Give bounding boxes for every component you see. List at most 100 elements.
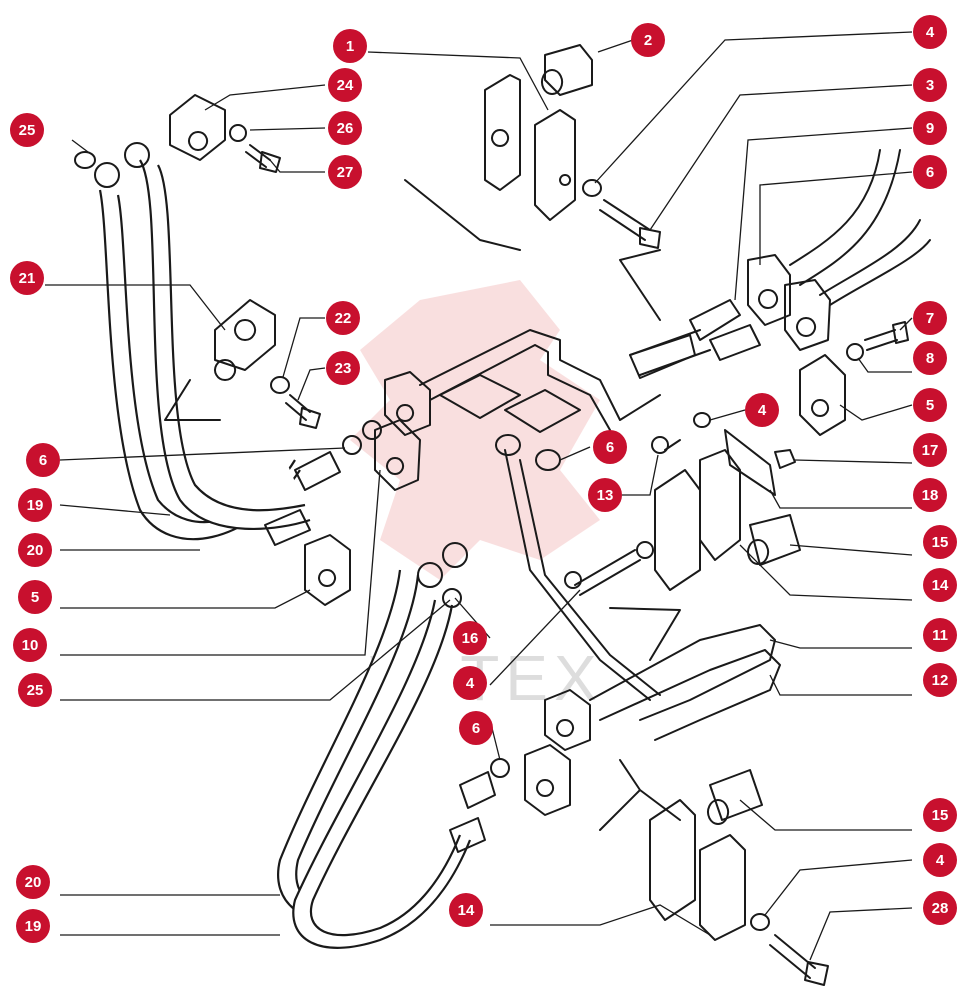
- fitting-lower-hose-a: [459, 771, 496, 809]
- callout-4[interactable]: 4: [745, 393, 779, 427]
- leader-lines: [45, 31, 913, 961]
- callout-14[interactable]: 14: [449, 893, 483, 927]
- callout-19[interactable]: 19: [16, 909, 50, 943]
- callout-15[interactable]: 15: [923, 525, 957, 559]
- svg-text:14: 14: [458, 902, 475, 919]
- callout-25[interactable]: 25: [18, 673, 52, 707]
- svg-text:23: 23: [335, 360, 352, 377]
- callout-23[interactable]: 23: [326, 351, 360, 385]
- callout-15[interactable]: 15: [923, 798, 957, 832]
- flange-10-b: [374, 419, 421, 491]
- svg-text:21: 21: [19, 270, 36, 287]
- bolt-7: [864, 321, 909, 351]
- clamp-half-upper-left: [484, 74, 521, 191]
- callout-11[interactable]: 11: [923, 618, 957, 652]
- bushing-15-mid: [747, 514, 801, 566]
- clamp-5-left: [304, 534, 351, 606]
- hose-upper-right-2: [819, 219, 931, 306]
- svg-text:4: 4: [936, 852, 945, 869]
- callout-6[interactable]: 6: [459, 711, 493, 745]
- washer-26: [229, 124, 247, 142]
- svg-text:20: 20: [27, 542, 44, 559]
- washer-22: [270, 376, 290, 394]
- callout-22[interactable]: 22: [326, 301, 360, 335]
- svg-text:6: 6: [926, 164, 934, 181]
- svg-text:25: 25: [27, 682, 44, 699]
- clamp-14-mid-b: [699, 449, 741, 561]
- callout-6[interactable]: 6: [26, 443, 60, 477]
- washer-4-mid: [693, 412, 711, 428]
- callout-4[interactable]: 4: [913, 15, 947, 49]
- fitting-right-a: [689, 299, 741, 341]
- svg-text:4: 4: [926, 24, 935, 41]
- flange-upper-right-b: [784, 279, 831, 351]
- clamp-14-mid-a: [654, 469, 701, 591]
- callout-5[interactable]: 5: [18, 580, 52, 614]
- callout-7[interactable]: 7: [913, 301, 947, 335]
- callout-9[interactable]: 9: [913, 111, 947, 145]
- svg-text:8: 8: [926, 350, 934, 367]
- svg-text:4: 4: [758, 402, 767, 419]
- svg-text:22: 22: [335, 310, 352, 327]
- callout-8[interactable]: 8: [913, 341, 947, 375]
- callout-12[interactable]: 12: [923, 663, 957, 697]
- flange-lower-a: [544, 689, 591, 751]
- callout-18[interactable]: 18: [913, 478, 947, 512]
- o-ring-25-top: [74, 151, 96, 169]
- svg-text:24: 24: [337, 77, 354, 94]
- callout-2[interactable]: 2: [631, 23, 665, 57]
- callout-20[interactable]: 20: [18, 533, 52, 567]
- callout-28[interactable]: 28: [923, 891, 957, 925]
- svg-text:9: 9: [926, 120, 934, 137]
- callout-1[interactable]: 1: [333, 29, 367, 63]
- hose-upper-right-1: [789, 149, 901, 286]
- svg-text:19: 19: [25, 918, 42, 935]
- callout-24[interactable]: 24: [328, 68, 362, 102]
- callout-5[interactable]: 5: [913, 388, 947, 422]
- fitting-lower-hose-b: [449, 817, 486, 853]
- bolt-3: [599, 199, 661, 249]
- o-ring-25-lower: [442, 588, 462, 608]
- flange-10-a: [384, 371, 431, 436]
- washer-4-lower: [750, 913, 770, 931]
- hose-20-left: [139, 159, 311, 531]
- hose-19-lower: [292, 599, 472, 949]
- bolt-23: [285, 394, 321, 429]
- fitting-left-hose-b: [264, 509, 311, 546]
- callout-6[interactable]: 6: [913, 155, 947, 189]
- bushing-15-lower: [707, 769, 763, 825]
- callout-4[interactable]: 4: [453, 666, 487, 700]
- callout-26[interactable]: 26: [328, 111, 362, 145]
- fitting-left-a: [94, 162, 120, 188]
- svg-text:15: 15: [932, 807, 949, 824]
- tube-loop-11: [589, 624, 776, 721]
- fitting-16-a: [442, 542, 468, 568]
- washer-mid: [636, 541, 654, 559]
- callout-17[interactable]: 17: [913, 433, 947, 467]
- callout-3[interactable]: 3: [913, 68, 947, 102]
- callout-14[interactable]: 14: [923, 568, 957, 602]
- svg-text:3: 3: [926, 77, 934, 94]
- clamp-14-lower-b: [699, 834, 746, 941]
- svg-text:27: 27: [337, 164, 354, 181]
- callout-20[interactable]: 20: [16, 865, 50, 899]
- callout-6[interactable]: 6: [593, 430, 627, 464]
- callout-4[interactable]: 4: [923, 843, 957, 877]
- callout-10[interactable]: 10: [13, 628, 47, 662]
- bushing-2: [541, 44, 593, 96]
- svg-text:20: 20: [25, 874, 42, 891]
- svg-text:15: 15: [932, 534, 949, 551]
- svg-text:19: 19: [27, 497, 44, 514]
- bolt-27: [245, 144, 281, 173]
- callout-16[interactable]: 16: [453, 621, 487, 655]
- callout-19[interactable]: 19: [18, 488, 52, 522]
- svg-text:10: 10: [22, 637, 39, 654]
- pointer-wedge-lower: [599, 759, 681, 831]
- callout-27[interactable]: 27: [328, 155, 362, 189]
- callout-13[interactable]: 13: [588, 478, 622, 512]
- callout-25[interactable]: 25: [10, 113, 44, 147]
- callout-21[interactable]: 21: [10, 261, 44, 295]
- callouts: 1 2 4 3 9 6 24 25 26 27 21 22 23 7 8 5 4…: [10, 15, 957, 943]
- svg-text:18: 18: [922, 487, 939, 504]
